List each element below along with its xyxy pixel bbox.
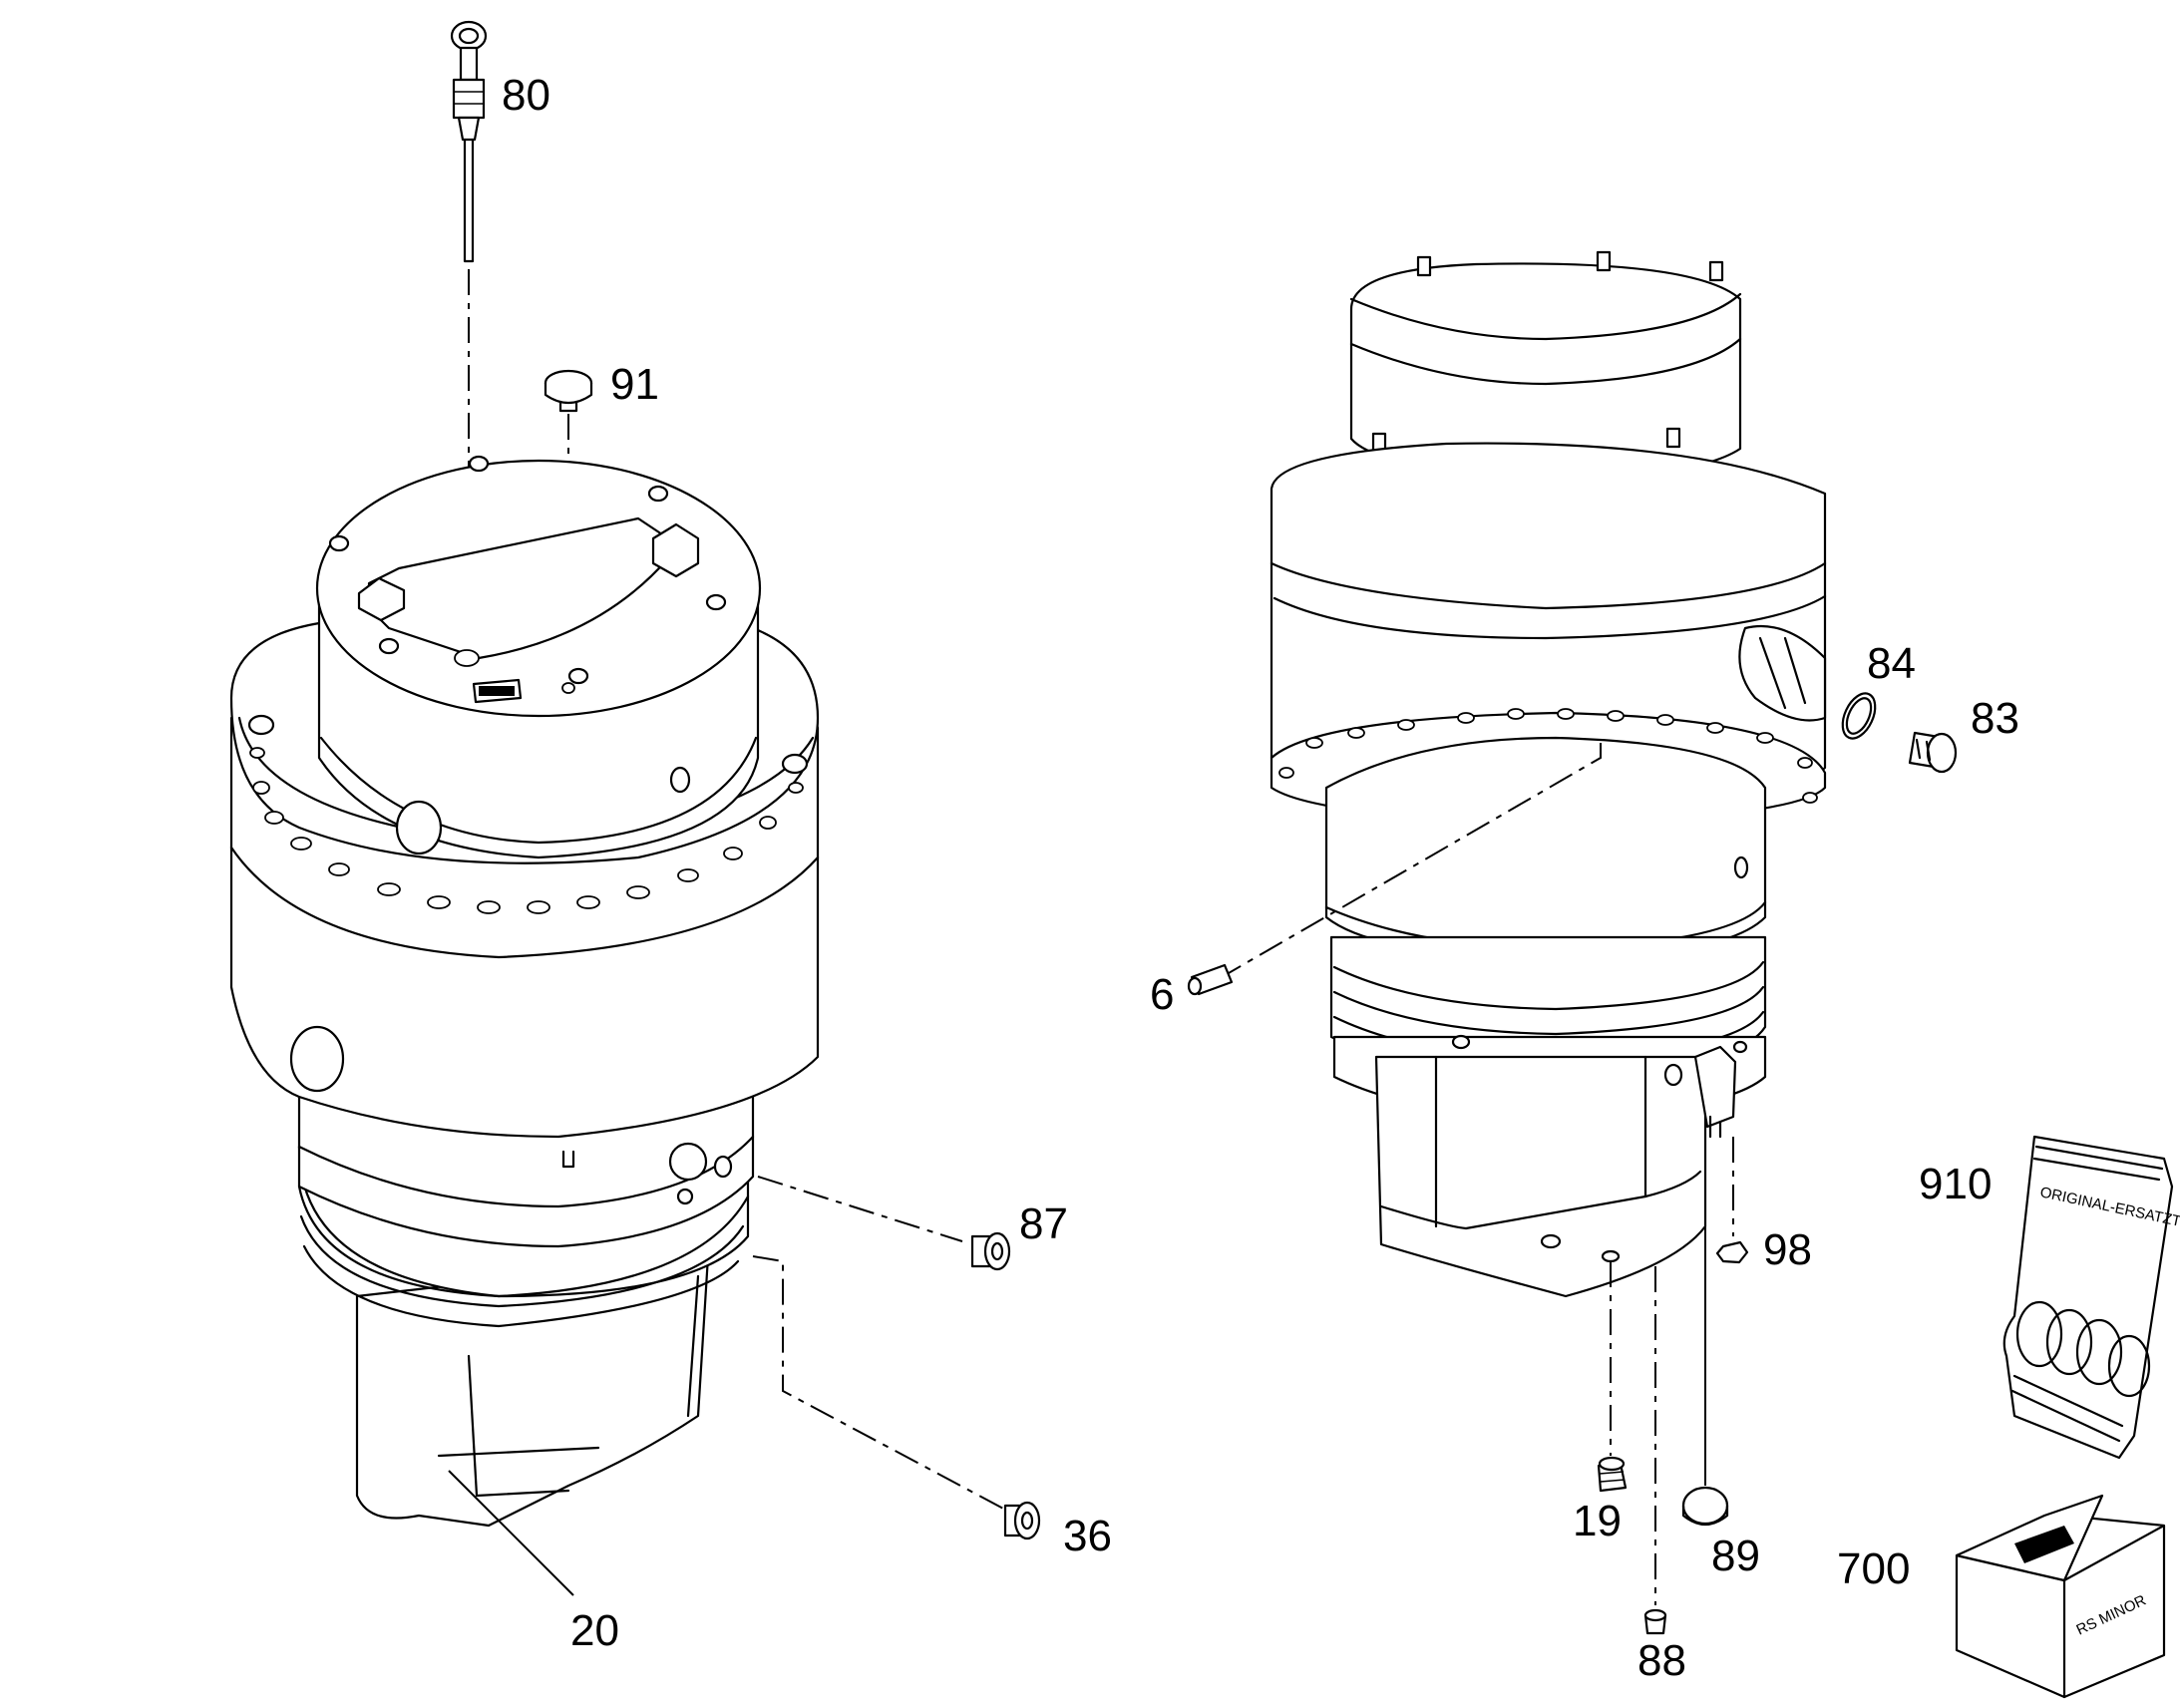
callout-91: 91 (610, 360, 659, 409)
callout-83: 83 (1971, 694, 2019, 743)
left-housing (229, 455, 820, 1528)
right-gearbox-assembly (1187, 250, 1958, 1635)
left-gearbox-assembly (229, 20, 1041, 1596)
callout-910: 910 (1919, 1160, 1992, 1208)
plug-part-89 (1681, 1486, 1729, 1527)
callout-700: 700 (1837, 1544, 1910, 1593)
nut-part-98 (1715, 1240, 1749, 1264)
callout-98: 98 (1763, 1225, 1812, 1274)
leader-20 (448, 1470, 574, 1596)
leader-6 (1221, 743, 1602, 978)
callout-19: 19 (1573, 1497, 1622, 1545)
plug-part-83 (1908, 731, 1958, 774)
plug-part-19 (1597, 1456, 1628, 1493)
callout-labels: 80 91 87 36 20 6 84 83 910 98 19 89 88 7… (502, 71, 2019, 1685)
callout-20: 20 (570, 1606, 619, 1655)
callout-80: 80 (502, 71, 550, 120)
callout-88: 88 (1637, 1636, 1686, 1685)
plug-part-91 (544, 369, 593, 413)
right-flange-holes (1278, 708, 1818, 804)
pin-part-6 (1187, 963, 1234, 996)
o-ring-part-84 (1841, 692, 1877, 740)
seal-kit-bag-part-910: ORIGINAL-ERSATZTEILE (2002, 1135, 2180, 1460)
packaging-box-part-700: RS MINOR (1955, 1494, 2166, 1699)
plug-part-88 (1643, 1608, 1667, 1635)
seal-rings (2015, 1300, 2151, 1398)
callout-6: 6 (1150, 970, 1174, 1019)
dipstick-part-80 (450, 20, 488, 263)
leader-87 (757, 1176, 963, 1242)
callout-87: 87 (1019, 1199, 1068, 1248)
flange-bolt-holes (249, 747, 804, 914)
callout-36: 36 (1063, 1512, 1112, 1560)
leader-36 (752, 1255, 1008, 1512)
plug-part-87 (970, 1231, 1011, 1271)
callout-89: 89 (1711, 1532, 1760, 1580)
top-studs (1371, 250, 1724, 454)
cap-bolts (328, 455, 727, 685)
callout-84: 84 (1867, 639, 1916, 688)
plug-part-36 (1003, 1501, 1041, 1540)
